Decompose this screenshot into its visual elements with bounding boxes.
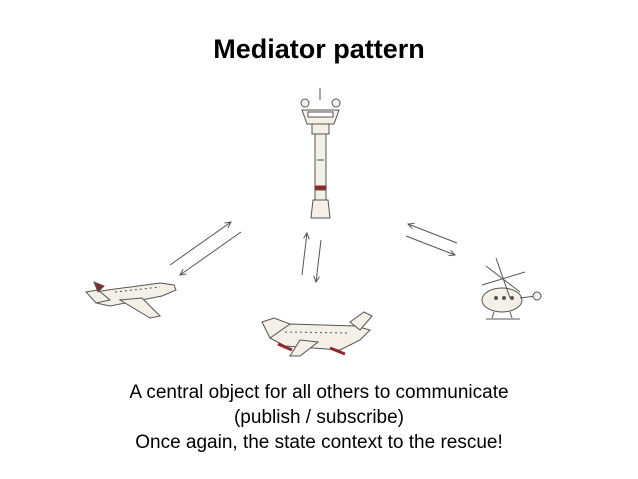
edge-helicopter-to-tower: [405, 224, 458, 255]
slide-title: Mediator pattern: [213, 34, 425, 64]
propeller-airplane-icon: [261, 311, 373, 357]
edge-prop-to-tower: [301, 233, 322, 282]
caption-line: (publish / subscribe): [233, 407, 405, 428]
edge-jet-to-tower: [169, 222, 242, 275]
jet-airplane-icon: [85, 281, 177, 319]
helicopter-icon: [481, 257, 542, 320]
control-tower-icon: [300, 88, 341, 219]
caption-line: A central object for all others to commu…: [129, 382, 509, 403]
slide-caption: A central object for all others to commu…: [0, 380, 638, 455]
caption-line: Once again, the state context to the res…: [135, 432, 503, 453]
